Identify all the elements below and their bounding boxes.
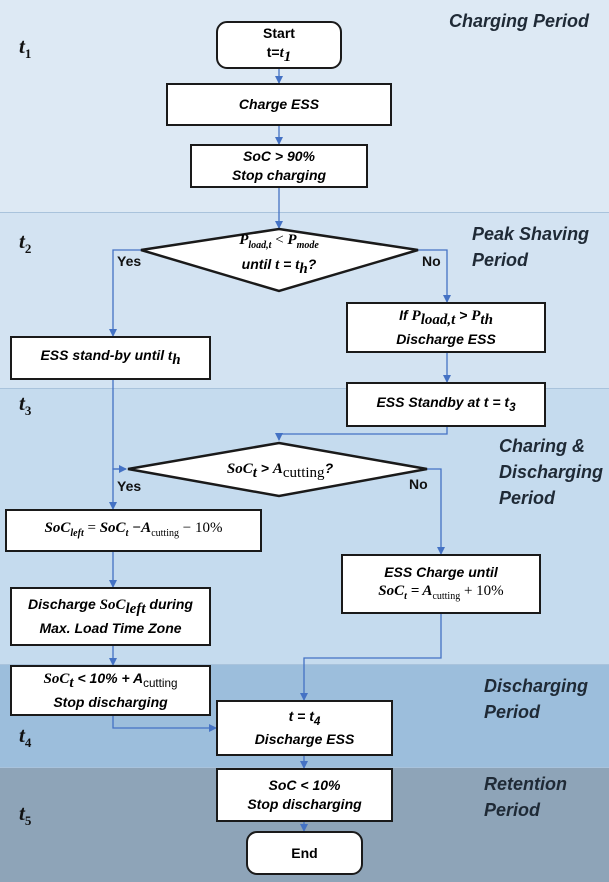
branch-no-label: No [422,253,441,269]
period-label-charging-discharging: Charing & Discharging Period [499,436,604,508]
time-label-t1: t1 [19,34,32,62]
t-equals-t4-discharge-box: t = t4 Discharge ESS [216,700,393,756]
discharge-soc-left-box: Discharge SoCleft during Max. Load Time … [10,587,211,646]
time-label-t5: t5 [19,801,32,829]
start-node: Start t=t1 [216,21,342,69]
decision-peak-text: Pload,t < Pmode until t = th? [239,232,319,277]
soc-below-10-acutting-box: SoCt < 10% + Acutting Stop discharging [10,665,211,716]
if-pload-discharge-box: If Pload,t > Pth Discharge ESS [346,302,546,353]
period-label-discharging: Discharging Period [484,676,589,722]
soc-over-90-box: SoC > 90% Stop charging [190,144,368,188]
band-divider [0,212,609,213]
end-node: End [246,831,363,875]
period-label-peak-shaving: Peak Shaving Period [472,224,590,270]
period-label-charging: Charging Period [449,11,590,31]
ess-standby-until-th-box: ESS stand-by until th [10,336,211,380]
ess-standby-t3-box: ESS Standby at t = t3 [346,382,546,427]
ess-charge-until-box: ESS Charge until SoCt = Acutting + 10% [341,554,541,614]
branch-yes-label: Yes [117,253,142,269]
decision-diamond-peak [140,227,419,293]
band-divider [0,388,609,389]
branch-yes-label: Yes [117,478,142,494]
decision-diamond-soc [127,441,428,498]
branch-no-label: No [409,476,428,492]
soc-left-formula-box: SoCleft = SoCt −Acutting − 10% [5,509,262,552]
soc-below-10-box: SoC < 10% Stop discharging [216,768,393,822]
time-label-t2: t2 [19,229,32,257]
charge-ess-box: Charge ESS [166,83,392,126]
time-label-t3: t3 [19,391,32,419]
period-label-retention: Retention Period [484,774,567,820]
decision-soc-text: SoCt > Acutting? [226,460,334,481]
time-label-t4: t4 [19,723,32,751]
